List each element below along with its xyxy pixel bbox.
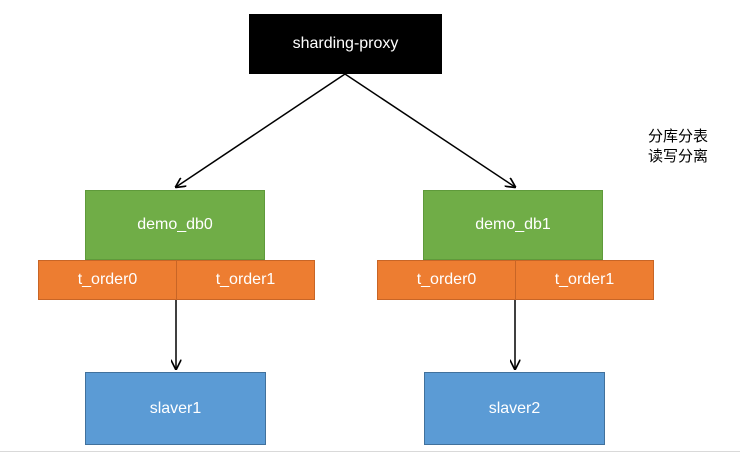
sharding-proxy-label: sharding-proxy — [292, 35, 399, 52]
db0-table-t-order1: t_order1 — [176, 260, 315, 300]
demo-db1-node: demo_db1 — [423, 190, 603, 260]
note-line-read-write-split: 读写分离 — [648, 148, 709, 165]
demo-db1-label: demo_db1 — [475, 216, 551, 233]
slaver2-label: slaver2 — [488, 399, 541, 417]
table-label: t_order1 — [215, 271, 276, 288]
slaver1-label: slaver1 — [149, 399, 202, 417]
slaver1-node: slaver1 — [85, 372, 266, 445]
db0-table-t-order0: t_order0 — [38, 260, 177, 300]
db1-table-t-order0: t_order0 — [377, 260, 516, 300]
note-line-sharding: 分库分表 — [648, 128, 709, 145]
arrow-proxy-to-db0 — [176, 73, 346, 187]
demo-db0-node: demo_db0 — [85, 190, 265, 260]
bottom-divider — [0, 451, 740, 452]
table-label: t_order1 — [554, 271, 615, 288]
db1-table-t-order1: t_order1 — [515, 260, 654, 300]
diagram-note: 分库分表 读写分离 — [648, 127, 708, 167]
sharding-proxy-node: sharding-proxy — [249, 14, 442, 74]
table-label: t_order0 — [77, 271, 138, 288]
slaver2-node: slaver2 — [424, 372, 605, 445]
arrow-proxy-to-db1 — [344, 73, 515, 187]
demo-db0-label: demo_db0 — [137, 216, 213, 233]
table-label: t_order0 — [416, 271, 477, 288]
